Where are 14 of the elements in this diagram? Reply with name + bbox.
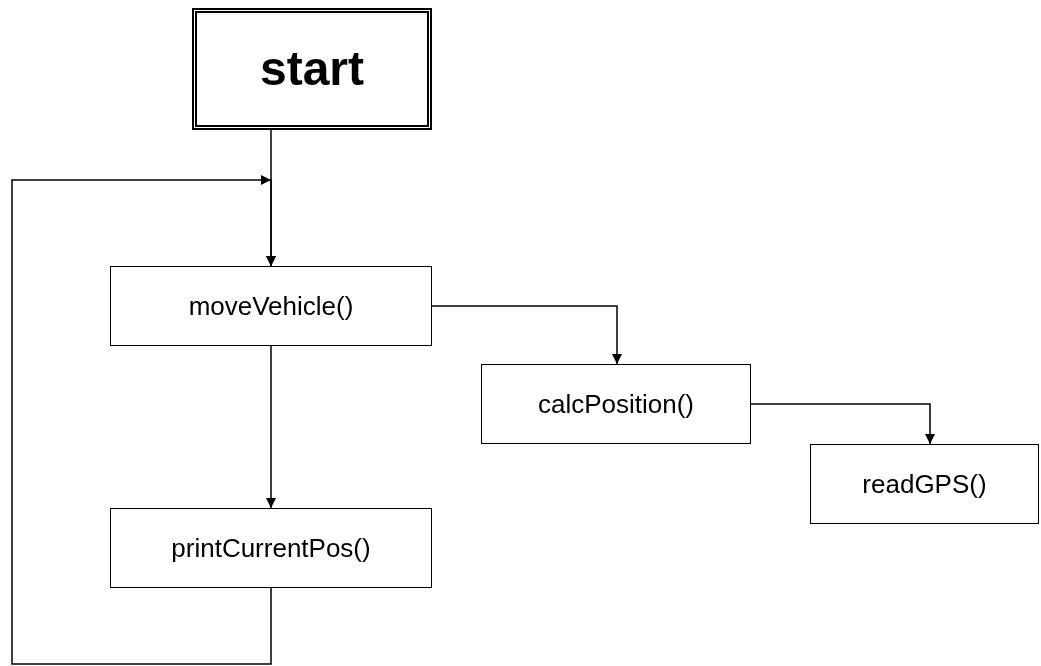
arrow <box>431 305 622 365</box>
arrow <box>266 345 276 509</box>
node-label: readGPS() <box>862 467 987 501</box>
process-box <box>110 508 432 588</box>
arrow <box>750 403 935 445</box>
node-label: start <box>259 41 364 97</box>
arrow <box>11 175 276 665</box>
node-label: moveVehicle() <box>188 289 354 323</box>
process-box <box>810 444 1039 524</box>
terminal-box <box>192 8 432 130</box>
process-box <box>110 266 432 346</box>
node-label: calcPosition() <box>537 387 695 421</box>
process-box <box>481 364 751 444</box>
node-label: printCurrentPos() <box>171 531 371 565</box>
